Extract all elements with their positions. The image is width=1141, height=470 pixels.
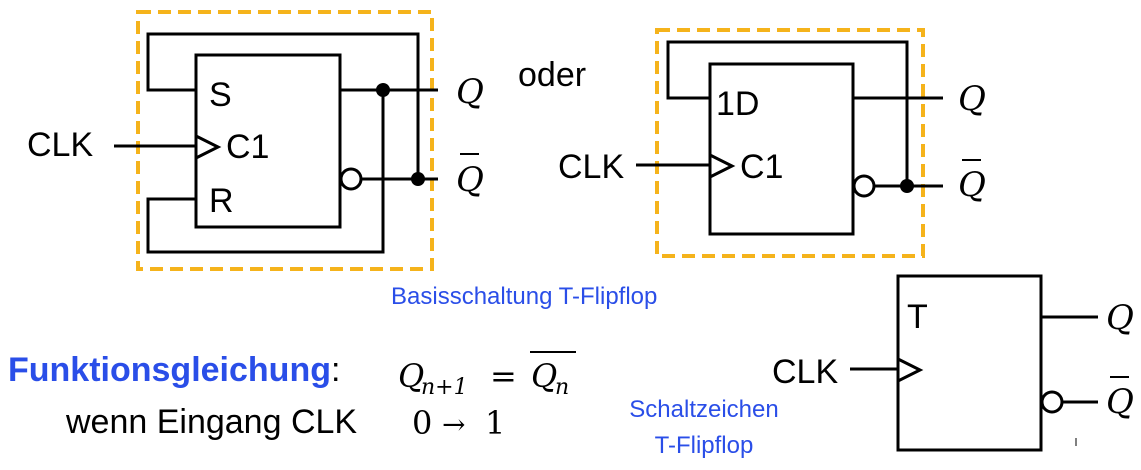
pin-label-1d: 1D: [716, 85, 759, 123]
inversion-bubble-a: [339, 167, 363, 191]
pin-label-s: S: [209, 76, 232, 114]
highlight-frame-a: [136, 10, 434, 271]
equation-label: Funktionsgleichung: [8, 351, 331, 389]
clock-triangle-a: [195, 134, 222, 160]
condition-from: 0: [412, 404, 432, 442]
condition-to: 1: [485, 404, 505, 442]
clock-triangle-b: [709, 153, 736, 179]
caption-schaltzeichen-line1: Schaltzeichen: [629, 396, 779, 423]
equation-rhs-sub: n: [555, 375, 569, 400]
equation-rhs-var: Q: [531, 357, 557, 395]
pin-label-r: R: [209, 182, 234, 220]
junction-dot-q-a: [376, 83, 390, 97]
wire-d-feedback: [666, 40, 909, 186]
wire-s-feedback: [146, 32, 420, 179]
equation-lhs-var: Q: [398, 357, 424, 395]
clk-label-a: CLK: [27, 126, 93, 164]
output-q-label-symbol: Q: [1106, 298, 1134, 338]
condition-text: wenn Eingang CLK: [66, 403, 358, 441]
pin-label-t: T: [907, 298, 928, 336]
circuit-rs-t-flipflop: [114, 10, 438, 271]
function-equation-math: Q n+1 = Q n 0 → 1: [398, 351, 576, 442]
output-qbar-label-symbol: Q: [1106, 382, 1134, 422]
output-q-label-a: Q: [456, 72, 484, 112]
inversion-bubble-symbol: [1040, 390, 1064, 414]
clk-label-b: CLK: [558, 148, 624, 186]
condition-arrow: →: [442, 408, 465, 441]
output-qbar-label-b: Q: [958, 165, 986, 205]
pin-label-c1-a: C1: [226, 128, 269, 166]
output-qbar-label-a: Q: [456, 160, 484, 200]
connector-oder: oder: [518, 56, 586, 94]
inversion-bubble-b: [852, 174, 876, 198]
flipflop-box-b: [708, 62, 855, 236]
junction-dot-qbar-a: [411, 172, 425, 186]
clock-triangle-symbol: [897, 357, 924, 383]
flipflop-box-a: [194, 53, 342, 229]
caption-basisschaltung: Basisschaltung T-Flipflop: [391, 283, 658, 310]
equation-equals: =: [490, 357, 517, 395]
equation-lhs-sub: n+1: [421, 375, 468, 400]
caption-schaltzeichen-line2: T-Flipflop: [654, 432, 754, 459]
caption-schaltzeichen: Schaltzeichen T-Flipflop: [604, 392, 804, 464]
output-q-label-b: Q: [958, 79, 986, 119]
pin-label-c1-b: C1: [740, 148, 783, 186]
highlight-frame-b: [655, 28, 925, 258]
equation-colon: :: [330, 351, 341, 389]
clk-label-symbol: CLK: [772, 353, 838, 391]
t-flipflop-symbol: [850, 274, 1098, 452]
circuit-d-t-flipflop: [636, 28, 943, 258]
equation-label-row: Funktionsgleichung:: [8, 351, 340, 390]
wire-r-feedback: [146, 90, 385, 254]
junction-dot-qbar-b: [900, 179, 914, 193]
flipflop-box-symbol: [896, 274, 1043, 452]
